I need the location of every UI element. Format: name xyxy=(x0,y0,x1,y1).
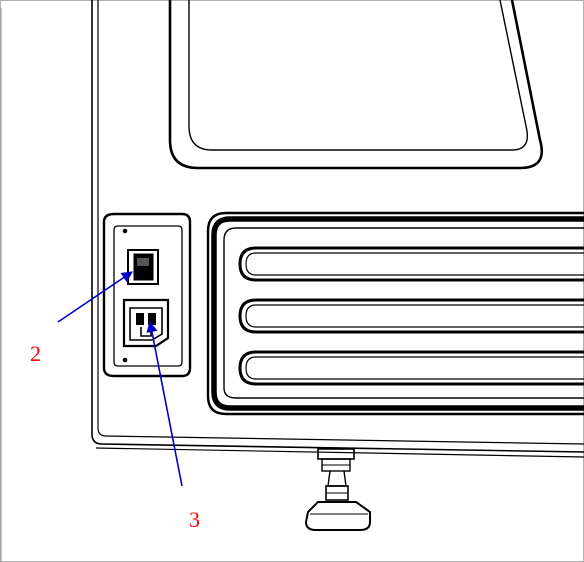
vent-slot xyxy=(238,298,584,334)
rocker-switch xyxy=(127,249,159,285)
control-panel xyxy=(102,212,192,378)
power-inlet xyxy=(122,298,170,348)
vent-slot xyxy=(238,350,584,386)
vent-grille xyxy=(206,211,584,416)
callout-arrow-2 xyxy=(57,271,133,323)
vent-slot xyxy=(238,246,584,282)
leveling-foot xyxy=(304,448,371,531)
upper-window xyxy=(168,0,544,170)
callout-label-2: 2 xyxy=(30,341,41,366)
callout-arrow-3 xyxy=(146,320,183,487)
cabinet-body xyxy=(91,0,584,458)
callout-label-3: 3 xyxy=(189,507,200,532)
